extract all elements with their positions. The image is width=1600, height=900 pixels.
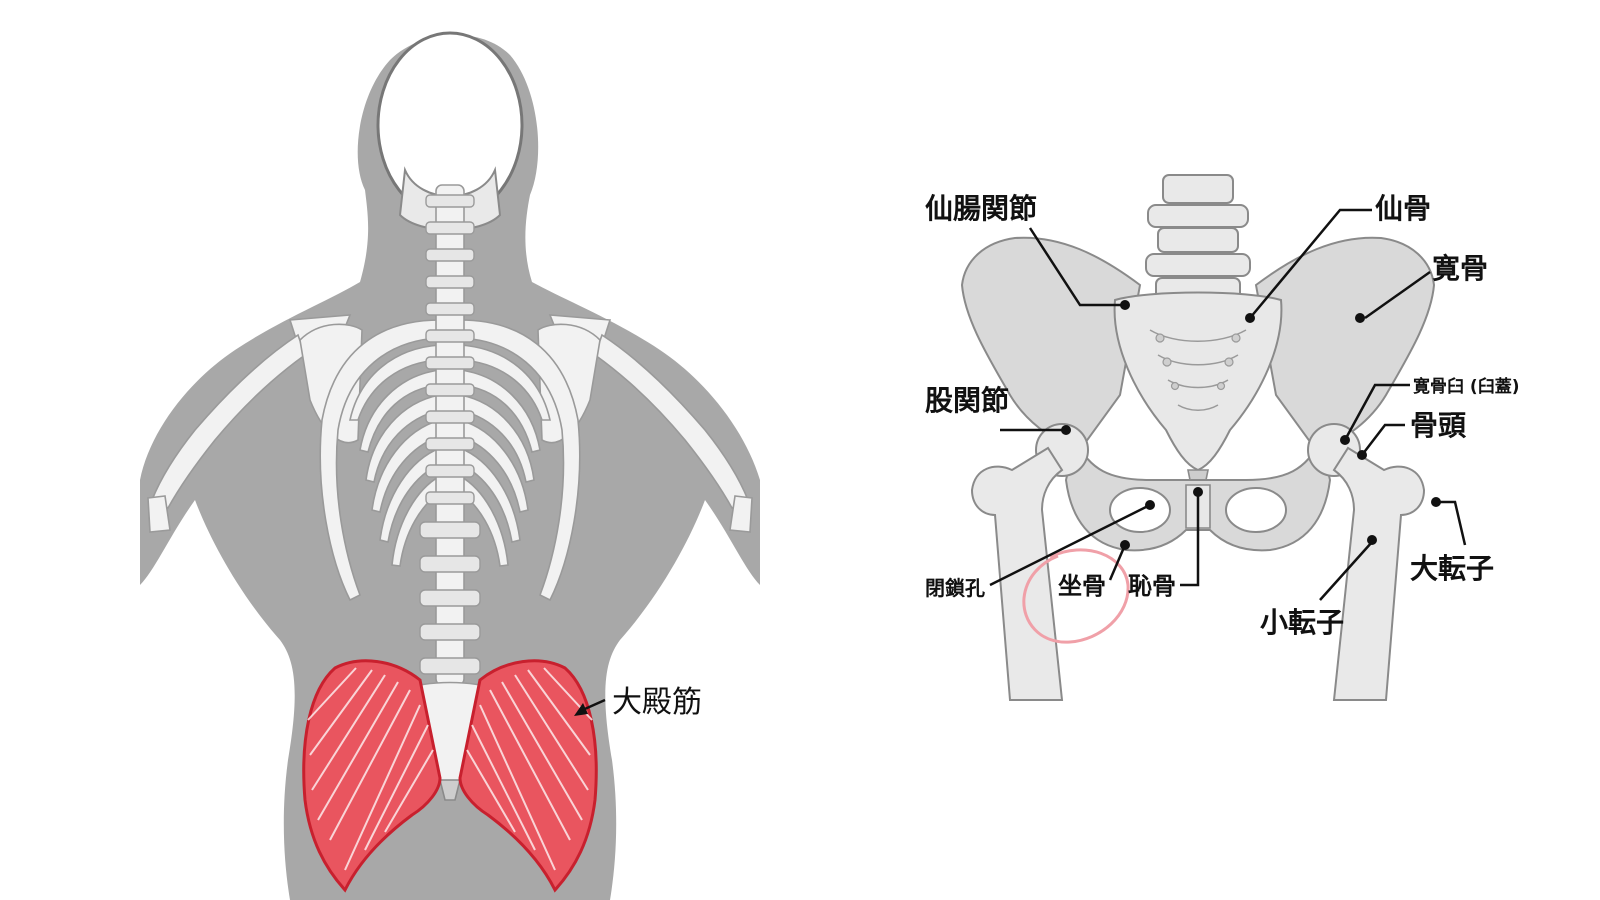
- femoral-head-label: 骨頭: [1410, 409, 1467, 442]
- coccyx: [438, 779, 462, 801]
- right-obturator-foramen: [1225, 487, 1287, 533]
- left-scapula: [299, 323, 363, 444]
- back-view-figure: 大殿筋: [140, 31, 760, 900]
- sacroiliac-joint-label: 仙腸関節: [925, 192, 1037, 225]
- right-scapula: [537, 323, 601, 444]
- pubis-label: 恥骨: [1128, 572, 1176, 600]
- right-ilium: [1254, 236, 1436, 452]
- hip-joint-label: 股関節: [925, 384, 1009, 417]
- acetabulum-label: 寛骨臼 (臼蓋): [1413, 376, 1519, 397]
- gluteus-maximus-label: 大殿筋: [612, 685, 702, 720]
- gluteus-arrow: [574, 703, 588, 716]
- greater-trochanter-label: 大転子: [1410, 552, 1494, 585]
- obturator-foramen-label: 閉鎖孔: [925, 576, 985, 600]
- ischium-label: 坐骨: [1058, 572, 1106, 600]
- lesser-trochanter-label: 小転子: [1260, 606, 1344, 639]
- leader-lines: [989, 208, 1467, 601]
- pelvis-diagram: 仙腸関節 仙骨 寛骨 寛骨臼 (臼蓋) 股関節 骨頭 閉鎖孔 坐骨 恥骨 小転子…: [925, 174, 1519, 701]
- left-ilium: [960, 236, 1142, 452]
- sacrum-bone: [1113, 291, 1283, 472]
- lumbar-spine: [1145, 174, 1251, 305]
- ilium-label: 寛骨: [1432, 252, 1488, 285]
- right-femur: [1307, 423, 1426, 701]
- sacrum-label: 仙骨: [1375, 192, 1431, 225]
- gluteus-maximus: [302, 659, 598, 893]
- left-femur: [970, 423, 1089, 701]
- spine: [419, 184, 481, 686]
- ischium-highlight-circle: [1022, 548, 1130, 644]
